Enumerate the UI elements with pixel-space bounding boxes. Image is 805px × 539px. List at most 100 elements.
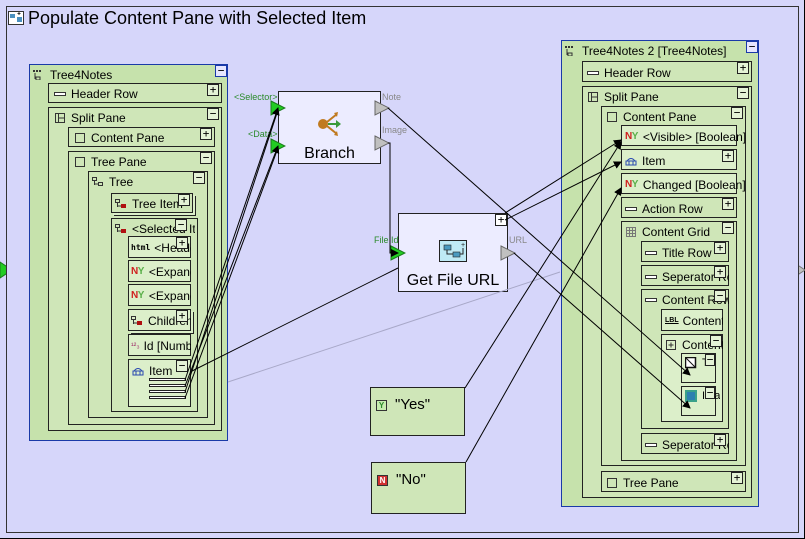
left-header-row-label: Header Row [71, 87, 138, 101]
left-field-label: <Expand [148, 289, 191, 303]
tree-item-icon [115, 199, 126, 208]
get-file-url-output-label: URL [509, 235, 528, 245]
right-tree-pane-label: Tree Pane [623, 476, 679, 490]
row-icon [625, 207, 637, 211]
right-image-field[interactable]: Ima − [681, 386, 720, 416]
branch-node[interactable]: Branch [278, 91, 381, 164]
left-split-pane-toggle[interactable]: − [207, 108, 219, 120]
left-field-toggle[interactable]: + [176, 310, 188, 322]
left-selected-item-toggle[interactable]: − [175, 219, 187, 231]
left-tree-collapse-toggle[interactable]: − [215, 65, 227, 77]
right-separator-row-1-toggle[interactable]: + [714, 266, 726, 278]
right-header-row[interactable]: Header Row + [582, 61, 752, 82]
right-content-row-toggle[interactable]: − [714, 290, 726, 302]
branch-input-selector-label: <Selector> [234, 92, 278, 102]
right-content-label-text: Content: [682, 314, 723, 328]
right-changed-label: Changed [Boolean] [642, 178, 746, 192]
boolean-ny-icon: NY [625, 131, 638, 142]
left-field-expand-1[interactable]: NY <Expand [128, 260, 191, 282]
get-file-url-node[interactable]: + Get File URL + [398, 213, 508, 292]
right-title-row-toggle[interactable]: + [714, 242, 726, 254]
pane-icon [607, 112, 617, 122]
right-item-field[interactable]: Item + [621, 149, 737, 170]
left-tree-toggle[interactable]: − [193, 172, 205, 184]
tree-item-icon [115, 224, 126, 233]
right-visible-field[interactable]: NY <Visible> [Boolean] [621, 125, 746, 146]
right-title-row[interactable]: Title Row + [641, 241, 729, 262]
get-file-url-expand-toggle[interactable]: + [495, 214, 507, 226]
left-tree-item-toggle[interactable]: + [178, 194, 190, 206]
text-field-icon [685, 357, 697, 369]
right-changed-field[interactable]: NY Changed [Boolean] [621, 173, 746, 194]
right-tree-pane-toggle[interactable]: + [731, 472, 743, 484]
right-action-row[interactable]: Action Row + [621, 197, 737, 218]
left-field-label: Id [Numb [143, 339, 191, 353]
left-tree-item-label: Tree Item [132, 197, 183, 211]
row-icon [587, 71, 599, 75]
right-content-grid-toggle[interactable]: − [722, 222, 734, 234]
right-content-grid-label: Content Grid [642, 225, 711, 239]
left-field-toggle[interactable]: + [176, 237, 188, 249]
constant-no-value: "No" [396, 471, 426, 488]
left-tree-pane-label: Tree Pane [91, 155, 147, 169]
grid-icon [626, 227, 636, 237]
boolean-ny-icon: NY [131, 290, 144, 301]
right-separator-row-2-label: Seperator Row [662, 438, 729, 452]
left-field-children[interactable]: Children + [128, 309, 191, 331]
row-icon [645, 298, 657, 302]
tree-icon [92, 177, 103, 186]
right-separator-row-2[interactable]: Seperator Row + [641, 433, 729, 454]
constant-no[interactable]: N "No" [371, 462, 466, 514]
branch-output-image-port[interactable] [374, 135, 390, 151]
number-icon: ¹²₃ [131, 341, 140, 350]
branch-output-note-port[interactable] [374, 100, 390, 116]
right-title-row-label: Title Row [662, 246, 712, 260]
left-content-pane[interactable]: Content Pane + [68, 127, 215, 147]
left-tree-pane-toggle[interactable]: − [200, 152, 212, 164]
constant-yes[interactable]: Y "Yes" [370, 387, 465, 436]
right-tree-pane[interactable]: Tree Pane + [601, 471, 746, 492]
right-content-pane-toggle[interactable]: − [731, 107, 743, 119]
left-header-row[interactable]: Header Row + [48, 83, 222, 103]
subflow-icon: + [439, 240, 467, 262]
right-separator-row-2-toggle[interactable]: + [714, 434, 726, 446]
right-item-toggle[interactable]: + [722, 150, 734, 162]
right-tree-collapse-toggle[interactable]: − [746, 41, 758, 53]
right-content-label-field[interactable]: LBL Content: [661, 309, 723, 331]
left-field-item[interactable]: Item − [128, 359, 191, 407]
left-field-id[interactable]: ¹²₃ Id [Numb [128, 334, 191, 356]
left-field-expand-2[interactable]: NY <Expand [128, 284, 191, 306]
record-icon [132, 368, 144, 376]
right-image-field-toggle[interactable]: − [705, 386, 715, 399]
right-header-row-toggle[interactable]: + [737, 62, 749, 74]
row-icon [54, 92, 66, 96]
form-window-icon [8, 11, 24, 25]
right-split-pane-toggle[interactable]: − [737, 87, 749, 99]
right-separator-row-1[interactable]: Seperator Row + [641, 265, 729, 286]
left-field-toggle[interactable]: − [176, 360, 188, 372]
right-text-field-toggle[interactable]: − [705, 353, 715, 366]
left-field-header[interactable]: html <Header + [128, 236, 191, 258]
left-tree-item[interactable]: Tree Item + [111, 193, 193, 213]
branch-node-label: Branch [304, 145, 355, 162]
window-title: Populate Content Pane with Selected Item [28, 7, 367, 28]
branch-output-note-label: Note [382, 92, 402, 102]
get-file-url-input-port[interactable] [390, 245, 406, 261]
get-file-url-output-port[interactable] [500, 245, 516, 261]
right-visible-label: <Visible> [Boolean] [642, 130, 747, 144]
right-text-field[interactable]: Te − [681, 353, 716, 383]
branch-icon [318, 112, 341, 136]
left-content-pane-toggle[interactable]: + [200, 128, 212, 140]
right-tree-title: Tree4Notes 2 [Tree4Notes] [582, 44, 727, 58]
left-split-pane-label: Split Pane [71, 111, 126, 125]
left-header-row-toggle[interactable]: + [207, 84, 219, 96]
item-fields-stack-icon [149, 378, 186, 399]
right-header-row-label: Header Row [604, 66, 671, 80]
branch-input-selector-port[interactable] [270, 100, 286, 116]
label-icon: LBL [665, 317, 679, 324]
right-action-row-toggle[interactable]: + [722, 198, 734, 210]
left-content-pane-label: Content Pane [91, 131, 165, 145]
right-content-panel-toggle[interactable]: − [710, 335, 722, 347]
branch-input-data-port[interactable] [270, 138, 286, 154]
